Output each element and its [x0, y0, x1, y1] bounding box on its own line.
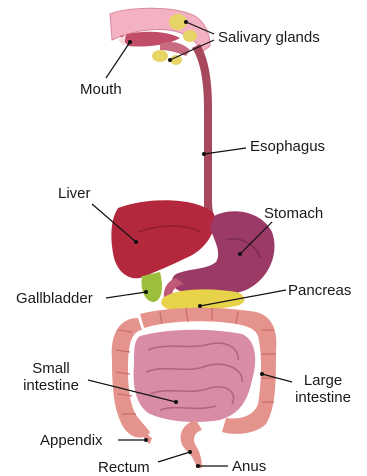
label-large-intestine: Large intestine — [286, 372, 360, 406]
label-appendix: Appendix — [40, 432, 103, 449]
esophagus-organ — [192, 44, 222, 232]
label-small-intestine-line2: intestine — [14, 377, 88, 394]
label-liver: Liver — [58, 185, 91, 202]
label-rectum: Rectum — [98, 459, 150, 476]
label-large-intestine-line1: Large — [286, 372, 360, 389]
label-anus: Anus — [232, 458, 266, 475]
label-gallbladder: Gallbladder — [16, 290, 93, 307]
label-esophagus: Esophagus — [250, 138, 325, 155]
label-pancreas: Pancreas — [288, 282, 351, 299]
label-stomach: Stomach — [264, 205, 323, 222]
label-large-intestine-line2: intestine — [286, 389, 360, 406]
rectum-organ — [181, 420, 202, 468]
liver-organ — [111, 200, 214, 278]
label-small-intestine-line1: Small — [14, 360, 88, 377]
label-salivary-glands: Salivary glands — [218, 29, 320, 46]
gallbladder-organ — [142, 272, 163, 302]
small-intestine-organ — [134, 330, 256, 422]
label-mouth: Mouth — [80, 81, 122, 98]
label-small-intestine: Small intestine — [14, 360, 88, 394]
